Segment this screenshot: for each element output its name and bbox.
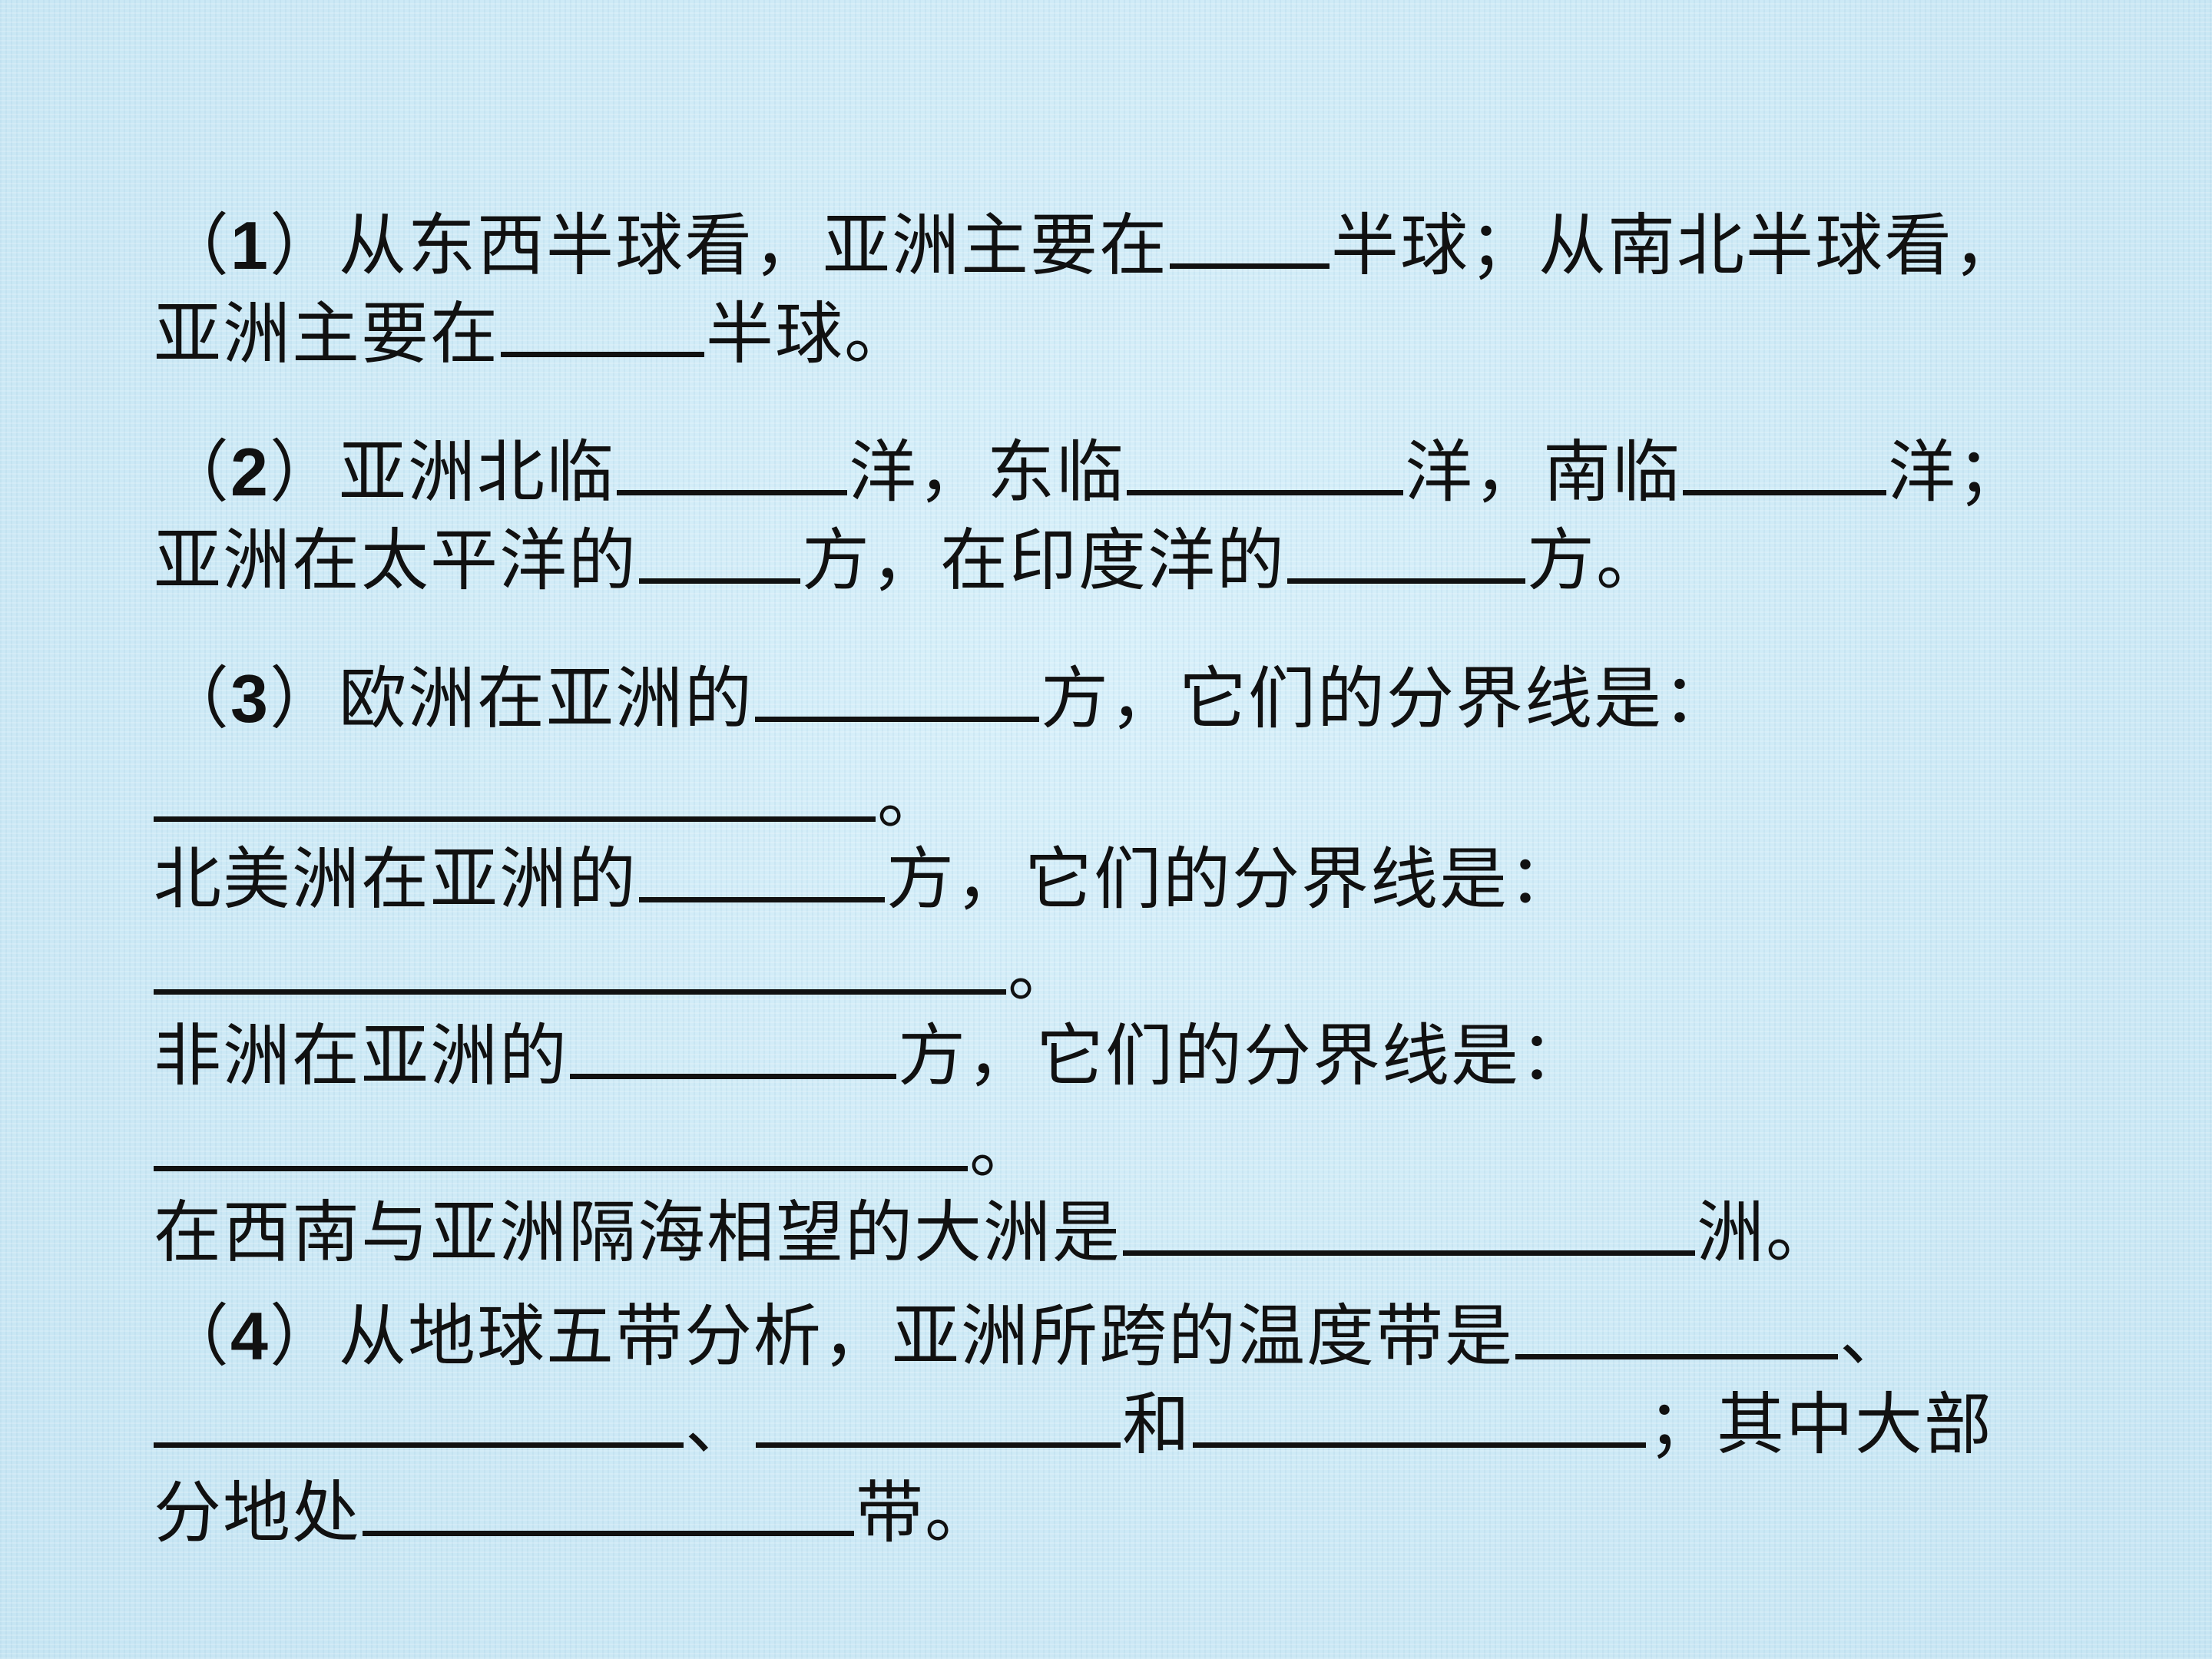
q1-text-2: 半球；从南北半球看， [1330, 206, 2022, 285]
q4-text-5: ；其中大部 [1647, 1385, 1994, 1464]
q3-blank-3[interactable] [639, 840, 886, 902]
q4-line-2: 、 和 ；其中大部 [154, 1382, 1993, 1467]
q2-blank-2[interactable] [1127, 433, 1403, 495]
q4-line-3: 分地处 带。 [154, 1471, 994, 1555]
q3-line-2: 。 [154, 757, 946, 841]
q3-text-4: 方，它们的分界线是： [886, 839, 1578, 919]
q3-blank-5[interactable] [570, 1017, 897, 1079]
q3-text-3: 北美洲在亚洲的 [154, 839, 638, 919]
q2-blank-1[interactable] [616, 433, 847, 495]
q4-text-6: 分地处 [154, 1473, 362, 1552]
q4-blank-4[interactable] [1193, 1386, 1647, 1448]
q3-text-2: 方，它们的分界线是： [1040, 659, 1732, 738]
q4-open-paren: （ [161, 1296, 231, 1376]
q2-text-7: 方。 [1527, 521, 1666, 600]
q3-blank-4[interactable] [154, 932, 1006, 995]
q2-blank-3[interactable] [1683, 433, 1887, 495]
q4-number: 4 [230, 1298, 270, 1374]
q1-line-2: 亚洲主要在 半球。 [154, 292, 913, 376]
q1-open-paren: （ [161, 206, 231, 285]
q3-blank-2[interactable] [154, 760, 876, 822]
q3-line-7: 在西南与亚洲隔海相望的大洲是 洲。 [154, 1190, 1835, 1275]
q3-period-3: 。 [969, 1108, 1039, 1187]
q4-blank-5[interactable] [363, 1474, 855, 1536]
q4-blank-3[interactable] [756, 1386, 1121, 1448]
q1-text-1: ）从东西半球看，亚洲主要在 [269, 206, 1168, 285]
q3-text-1: ）欧洲在亚洲的 [269, 659, 753, 738]
q2-number: 2 [230, 434, 270, 510]
q4-text-7: 带。 [856, 1473, 995, 1552]
q2-text-2: 洋，东临 [848, 432, 1125, 512]
q3-line-3: 北美洲在亚洲的 方，它们的分界线是： [154, 837, 1578, 922]
q2-text-3: 洋，南临 [1405, 432, 1682, 512]
q4-line-1: （4）从地球五带分析，亚洲所跨的温度带是 、 [161, 1294, 1909, 1379]
q4-blank-1[interactable] [1515, 1297, 1838, 1359]
q3-blank-7[interactable] [1123, 1194, 1696, 1256]
q4-text-4: 和 [1122, 1385, 1192, 1464]
q4-text-2: 、 [1839, 1296, 1909, 1376]
q4-text-1: ）从地球五带分析，亚洲所跨的温度带是 [269, 1296, 1514, 1376]
q2-text-6: 方，在印度洋的 [802, 521, 1286, 600]
q3-line-6: 。 [154, 1106, 1038, 1190]
q2-open-paren: （ [161, 432, 231, 512]
q1-blank-1[interactable] [1169, 207, 1330, 269]
q2-line-2: 亚洲在太平洋的 方，在印度洋的 方。 [154, 518, 1665, 603]
q3-blank-1[interactable] [754, 660, 1039, 722]
q2-blank-4[interactable] [639, 522, 801, 584]
q1-line-1: （1）从东西半球看，亚洲主要在 半球；从南北半球看， [161, 204, 2022, 288]
q4-text-3: 、 [685, 1385, 755, 1464]
q3-blank-6[interactable] [154, 1109, 968, 1171]
q3-line-1: （3）欧洲在亚洲的 方，它们的分界线是： [161, 657, 1732, 741]
q1-text-4: 半球。 [706, 294, 914, 373]
q1-blank-2[interactable] [501, 295, 705, 357]
q3-text-8: 洲。 [1697, 1193, 1836, 1272]
q1-number: 1 [230, 207, 270, 283]
q3-text-5: 非洲在亚洲的 [154, 1016, 569, 1095]
q3-period-2: 。 [1008, 932, 1078, 1011]
q2-text-4: 洋； [1888, 432, 2027, 512]
q2-text-5: 亚洲在太平洋的 [154, 521, 638, 600]
q3-text-7: 在西南与亚洲隔海相望的大洲是 [154, 1193, 1122, 1272]
q1-text-3: 亚洲主要在 [154, 294, 500, 373]
q3-text-6: 方，它们的分界线是： [898, 1016, 1590, 1095]
q3-open-paren: （ [161, 659, 231, 738]
q3-number: 3 [230, 661, 270, 737]
q4-blank-2[interactable] [154, 1386, 684, 1448]
q3-line-4: 。 [154, 929, 1077, 1014]
q2-line-1: （2）亚洲北临 洋，东临 洋，南临 洋； [161, 430, 2026, 515]
q3-line-5: 非洲在亚洲的 方，它们的分界线是： [154, 1014, 1589, 1098]
q2-blank-5[interactable] [1287, 522, 1526, 584]
q2-text-1: ）亚洲北临 [269, 432, 615, 512]
q3-period-1: 。 [877, 759, 947, 838]
